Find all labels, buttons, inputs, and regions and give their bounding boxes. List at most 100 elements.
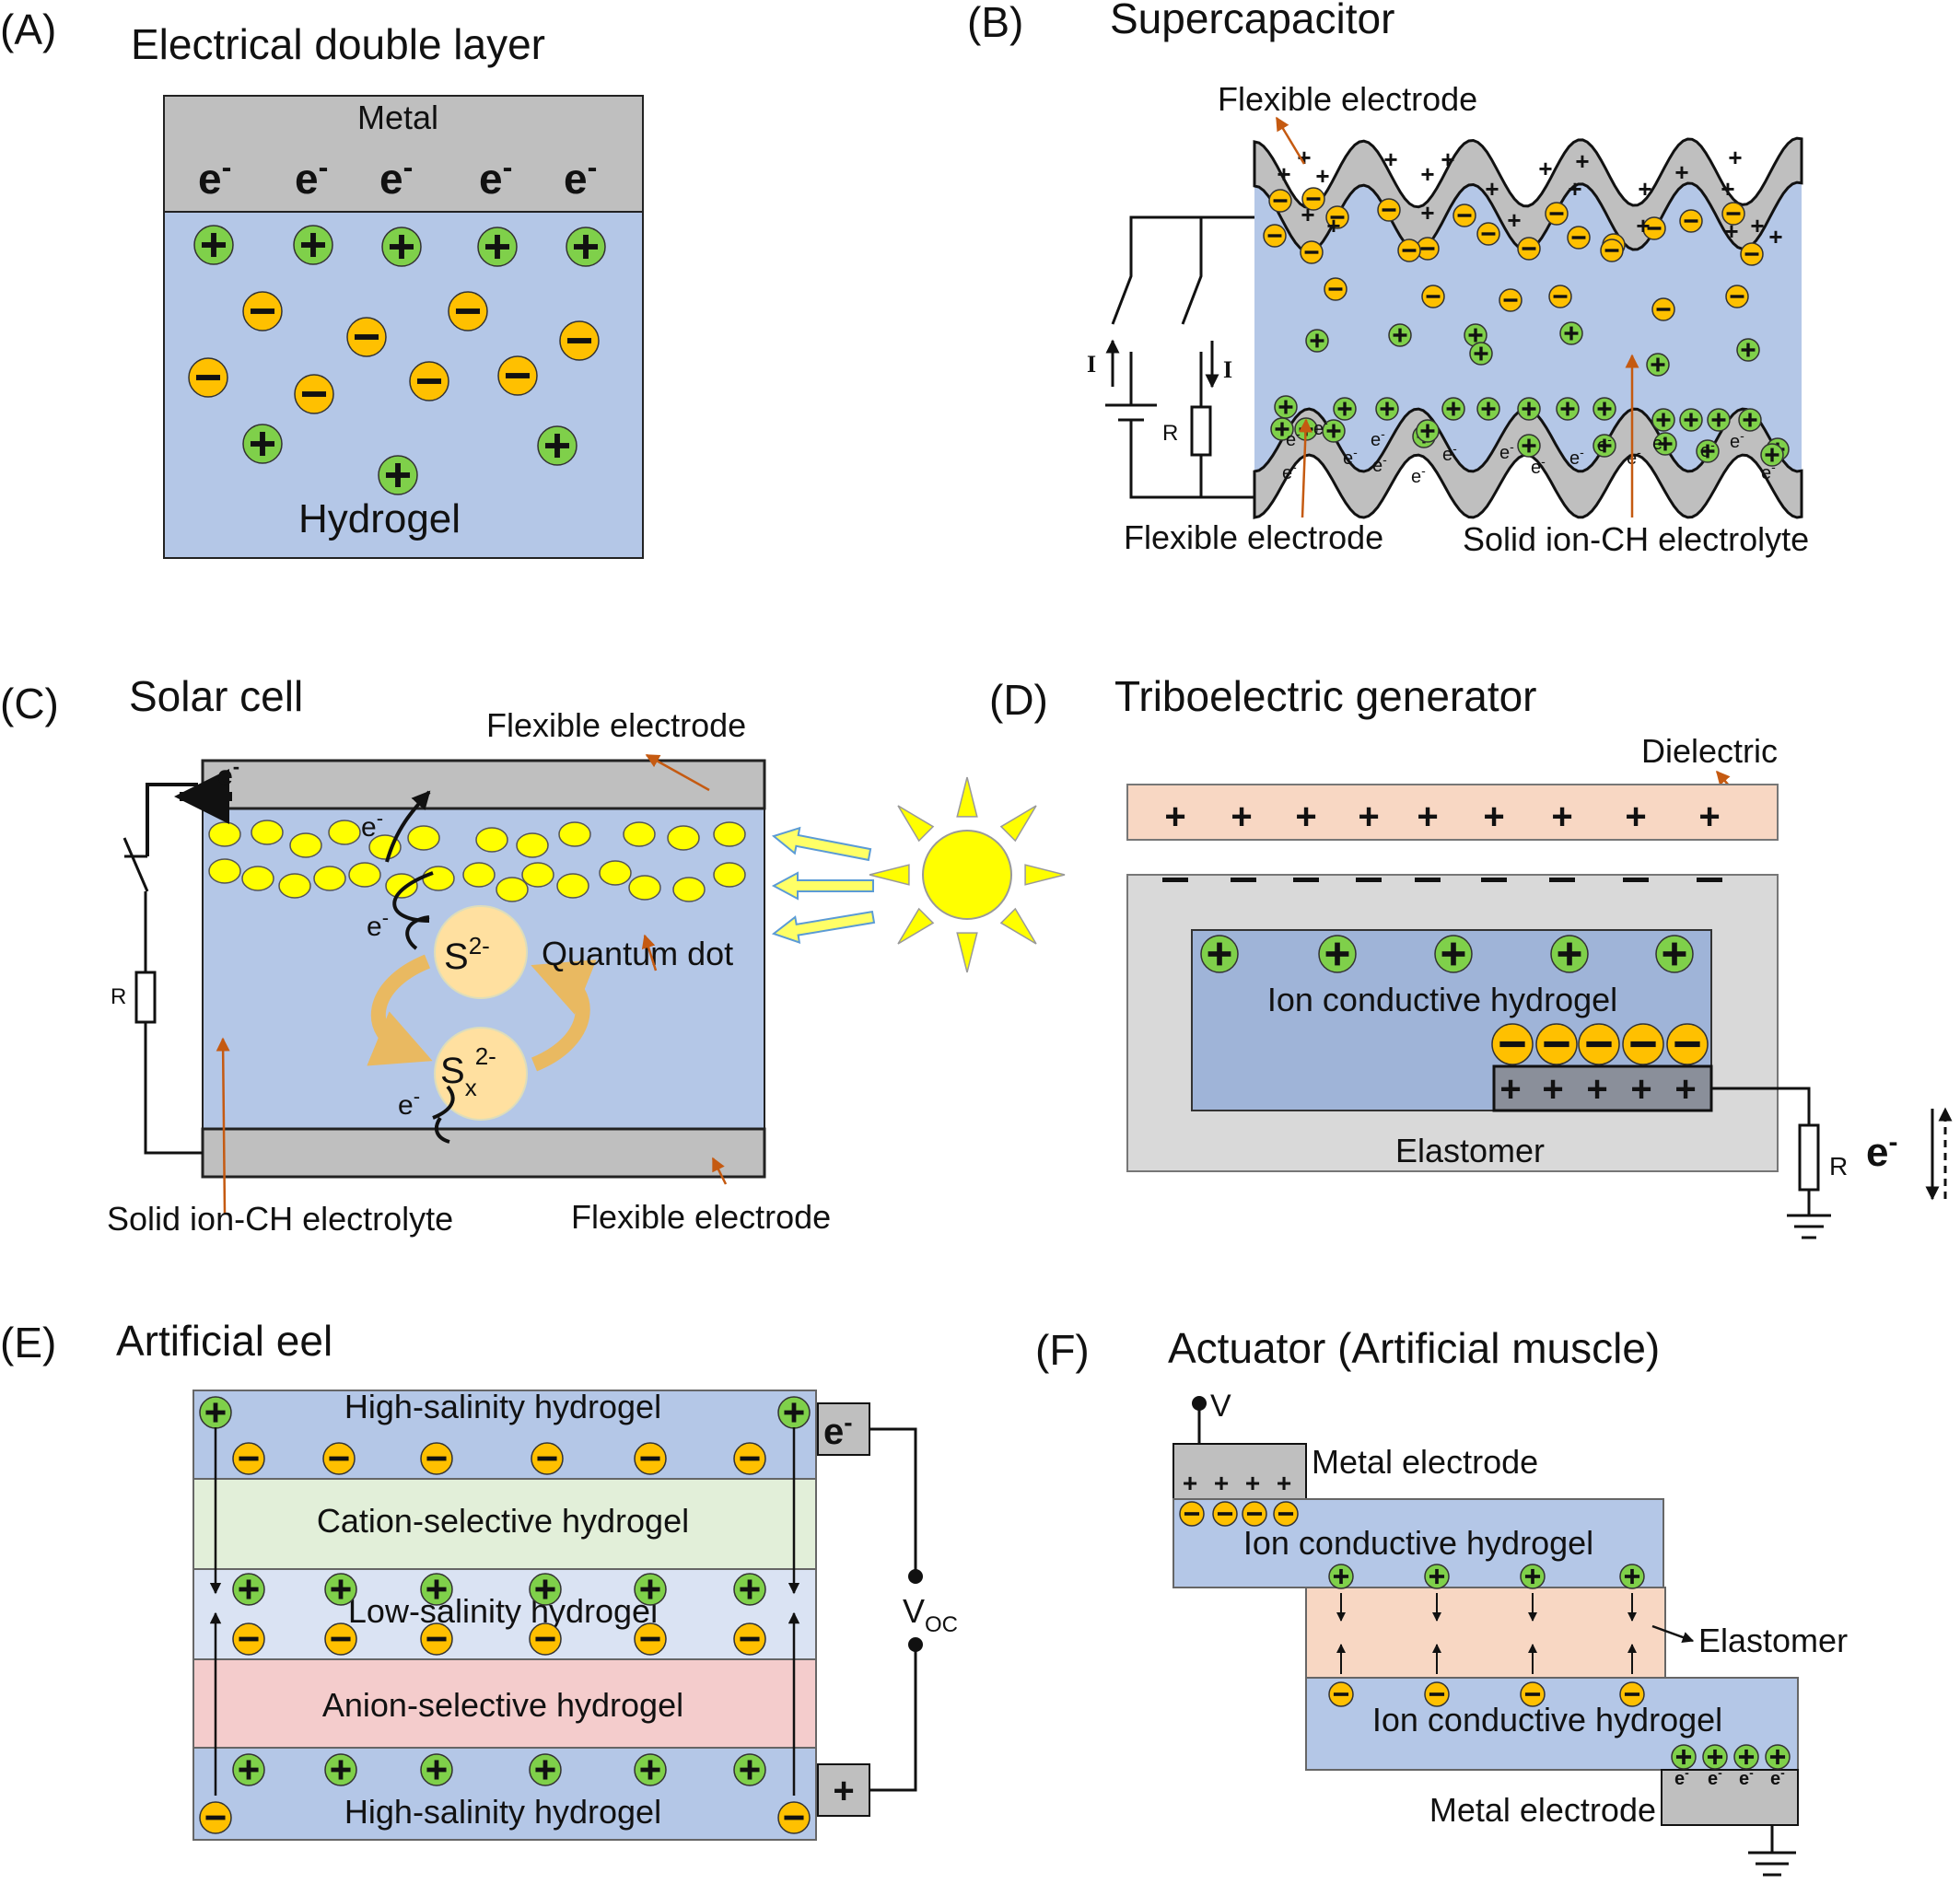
anion-icon (1651, 297, 1675, 321)
anion-icon (242, 291, 283, 331)
electron-label: e- (1372, 452, 1387, 476)
panel-e-title: Artificial eel (116, 1317, 332, 1365)
quantum-dot-icon (667, 825, 700, 851)
charge-sign: + (1674, 158, 1688, 186)
quantum-dot-icon (462, 862, 496, 888)
cation-icon (1556, 397, 1580, 421)
cation-icon (1765, 1744, 1791, 1770)
electron-label: e- (1700, 437, 1715, 461)
anion-icon (232, 1442, 265, 1475)
dielectric-label: Dielectric (1641, 732, 1778, 770)
electron-s2: e- (367, 906, 389, 942)
electron-label: e- (1674, 1765, 1689, 1789)
panel-b-title: Supercapacitor (1110, 0, 1394, 42)
metal-top-label: Metal electrode (1312, 1443, 1538, 1481)
cation-icon (477, 227, 518, 267)
voc-circuit (869, 1427, 917, 1792)
charge-sign: + (1586, 1069, 1607, 1110)
quantum-dot-icon (599, 860, 632, 886)
flexible-electrode-top (201, 759, 766, 810)
anion-icon (1721, 202, 1745, 226)
charge-sign: + (1301, 201, 1314, 228)
metal-electrode-bottom (1661, 1769, 1799, 1826)
sx-label: Sx2- (440, 1042, 496, 1101)
charge-sign: + (1636, 212, 1650, 239)
metal-label: Metal (357, 99, 438, 136)
charge-sign: + (1575, 147, 1589, 175)
cation-icon (1388, 323, 1412, 347)
charge-sign: + (1277, 160, 1290, 188)
anion-icon (1535, 1023, 1578, 1065)
cation-icon (529, 1573, 562, 1606)
electron-label: e- (198, 151, 231, 203)
electron-label: e- (1499, 439, 1514, 463)
quantum-dot-icon (475, 827, 508, 853)
cation-icon (1469, 342, 1493, 366)
anion-icon (1578, 1023, 1620, 1065)
cation-icon (537, 425, 578, 466)
negative-charge (1481, 878, 1507, 882)
negative-charge (1623, 878, 1649, 882)
layer5-label: High-salinity hydrogel (344, 1793, 661, 1831)
negative-charge (1415, 878, 1441, 882)
cation-icon (1592, 397, 1616, 421)
electron-label: e- (1739, 1765, 1754, 1789)
charge-sign: + (1295, 797, 1316, 837)
cation-icon (1592, 434, 1616, 458)
redox-cycle-arrows (367, 954, 597, 1072)
light-ray-icon (771, 871, 874, 901)
charge-sign: + (1417, 797, 1438, 837)
light-ray-icon (771, 910, 876, 944)
ion-group (1263, 187, 1790, 467)
charge-sign: + (1214, 1469, 1229, 1497)
electron-row: e-e-e-e-e- (198, 151, 597, 203)
cation-icon (293, 225, 333, 265)
positive-terminal (817, 1763, 870, 1817)
cation-icon (1322, 419, 1346, 443)
quantum-dots (208, 820, 746, 902)
cation-icon (324, 1753, 357, 1786)
cation-icon (733, 1753, 766, 1786)
anion-icon (1619, 1681, 1645, 1707)
electron-label: e- (1531, 454, 1546, 478)
cation-icon (1651, 408, 1675, 432)
charge-sign: + (1231, 797, 1252, 837)
cation-selective-layer (192, 1478, 817, 1570)
electron-label: e- (564, 151, 597, 203)
cation-icon (1328, 1564, 1354, 1589)
electron-label: e- (1313, 415, 1328, 439)
flex-electrode-top-label: Flexible electrode (1218, 80, 1477, 118)
high-salinity-layer-top (192, 1390, 817, 1480)
anion-icon (1242, 1501, 1267, 1527)
electron-terminal-label: e- (823, 1408, 853, 1452)
ground-symbol (1748, 1825, 1796, 1877)
negative-charge (1356, 878, 1382, 882)
charge-sign: + (1638, 175, 1651, 203)
quantum-dot-icon (558, 821, 591, 847)
cation-icon (1671, 1744, 1697, 1770)
layer3-label: Low-salinity hydrogel (348, 1592, 658, 1630)
quantum-dot-icon (623, 821, 656, 847)
anion-icon (409, 361, 449, 401)
panel-f: (F) Actuator (Artificial muscle) V Metal… (1035, 1324, 1848, 1877)
voltage-label: V (1210, 1389, 1231, 1424)
electron-sx: e- (398, 1085, 420, 1121)
panel-e-tag: (E) (0, 1319, 56, 1366)
layer1-label: High-salinity hydrogel (344, 1388, 661, 1425)
electron-label: e- (379, 151, 413, 203)
anion-icon (634, 1442, 667, 1475)
anion-icon (1545, 202, 1569, 226)
cation-icon (634, 1753, 667, 1786)
negative-charge (1549, 878, 1575, 882)
hydrogel-layer (163, 211, 644, 559)
cation-icon (1476, 397, 1500, 421)
anion-icon (1424, 1681, 1450, 1707)
terminal-dot-top (908, 1569, 923, 1584)
cation-icon (324, 1573, 357, 1606)
panel-c: (C) Solar cell Flexible electrode S2- Sx… (0, 672, 1066, 1238)
electron-label: e- (1569, 445, 1584, 469)
anion-selective-layer (192, 1658, 817, 1749)
anion-icon (1377, 198, 1401, 222)
charge-sign: + (1441, 145, 1454, 173)
